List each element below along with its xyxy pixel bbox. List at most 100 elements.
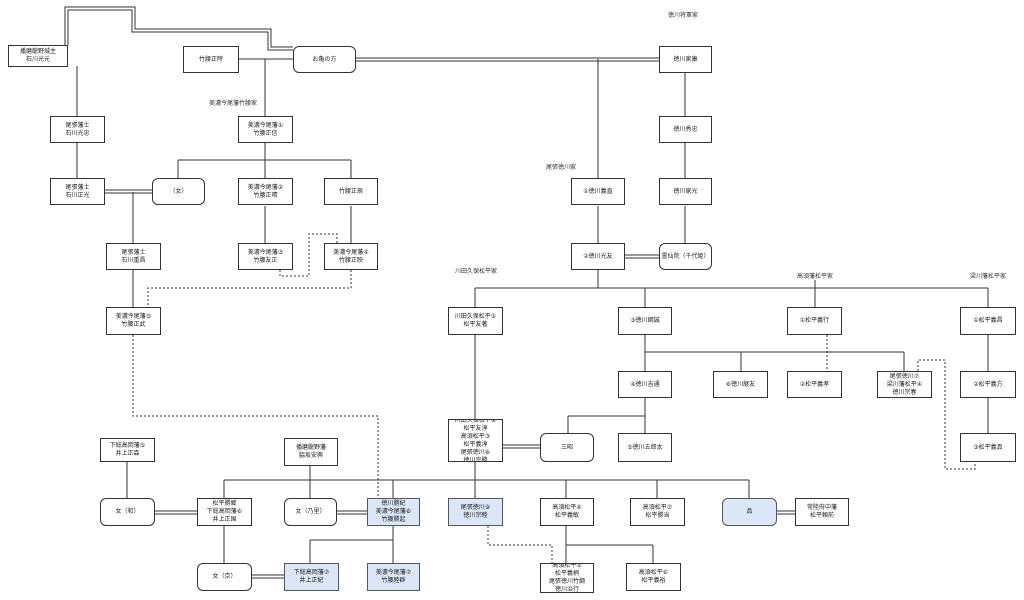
person-node-line: 脇坂安興 bbox=[298, 452, 323, 459]
person-node-line: 三昭 bbox=[560, 443, 573, 451]
person-node-n31: ⑤徳川五郎太 bbox=[618, 433, 672, 462]
person-node-n30: 三昭 bbox=[540, 433, 594, 462]
person-node-line: 美濃今尾藩② bbox=[247, 183, 284, 191]
person-node-line: 下総高岡藩⑥ bbox=[206, 508, 243, 515]
person-node-n7: 徳川秀忠 bbox=[659, 116, 712, 143]
person-node-line: お亀の方 bbox=[312, 55, 337, 63]
person-node-line: ③徳川綱誠 bbox=[630, 317, 660, 324]
person-node-n26: ②松平義孝 bbox=[787, 371, 842, 398]
person-node-line: 高須松平③ bbox=[460, 432, 491, 440]
person-node-line: 女（京） bbox=[212, 573, 237, 580]
person-node-n4: 徳川家康 bbox=[659, 46, 712, 73]
person-node-line: 竹腰正晴 bbox=[253, 191, 278, 199]
person-node-line: 竹腰正信 bbox=[253, 129, 278, 137]
person-node-line: 美濃今尾藩④ bbox=[333, 248, 369, 256]
person-node-line: 松平義裕 bbox=[641, 577, 666, 584]
person-node-line: 竹腰友正 bbox=[253, 256, 278, 264]
person-node-line: 徳川勝紀 bbox=[381, 500, 406, 507]
person-node-n21: ③徳川綱誠 bbox=[618, 307, 672, 335]
person-node-line: 徳川宗春 bbox=[892, 388, 917, 396]
person-node-n11: 竹腰正辰 bbox=[324, 178, 378, 205]
person-node-line: 高須松平⑥ bbox=[638, 569, 669, 576]
person-node-line: 井上正国 bbox=[212, 516, 237, 523]
person-node-n34: 播磨龍野藩脇坂安興 bbox=[284, 438, 338, 466]
person-node-line: 高須松平⑤ bbox=[552, 563, 582, 569]
person-node-line: 尾張徳川⑧ bbox=[460, 448, 491, 456]
person-node-line: 徳川秀忠 bbox=[673, 125, 698, 133]
person-node-line: 女（乃里） bbox=[295, 508, 326, 515]
person-node-n2: 竹腰正時 bbox=[183, 46, 239, 73]
person-node-n3: お亀の方 bbox=[293, 46, 356, 73]
person-node-line: 石川正光 bbox=[65, 191, 90, 199]
person-node-n43: 常陸府中藩松平頼前 bbox=[795, 498, 849, 526]
person-node-line: ②徳川光友 bbox=[583, 252, 613, 260]
person-node-n44: 女（京） bbox=[197, 563, 252, 591]
person-node-line: 竹腰睦群 bbox=[381, 577, 406, 584]
person-node-line: 品 bbox=[746, 508, 753, 515]
person-node-line: 松平勝当 bbox=[645, 512, 670, 519]
person-node-line: 竹腰正映 bbox=[338, 256, 363, 264]
person-node-line: 尾張徳川竹綱 bbox=[548, 578, 585, 585]
person-node-line: 尾張藩士 bbox=[65, 121, 90, 129]
person-node-line: 竹腰正辰 bbox=[338, 187, 363, 195]
person-node-n25: ⑥徳川継友 bbox=[713, 371, 768, 398]
person-node-line: 高須松平⑦ bbox=[642, 504, 673, 511]
person-node-line: 石川光忠 bbox=[65, 129, 90, 137]
person-node-n12: ①徳川義直 bbox=[571, 178, 625, 205]
person-node-n1: 播磨龍野城主石川光元 bbox=[8, 45, 68, 67]
person-node-line: 美濃今尾藩⑥ bbox=[375, 508, 412, 515]
person-node-n22: ①松平義行 bbox=[787, 307, 842, 335]
person-node-line: 徳川家康 bbox=[673, 55, 698, 63]
person-node-line: 松平友著 bbox=[463, 321, 488, 328]
person-node-line: 石川光元 bbox=[25, 56, 50, 63]
person-node-line: ②松平義方 bbox=[973, 380, 1003, 388]
person-node-line: ①徳川義直 bbox=[583, 187, 613, 195]
person-node-n5: 尾張藩士石川光忠 bbox=[50, 116, 105, 143]
person-node-line: ①松平義昌 bbox=[973, 317, 1003, 324]
person-node-line: 梁川藩松平④ bbox=[886, 380, 923, 388]
person-node-line: 竹腰勝起 bbox=[381, 516, 406, 523]
person-node-n37: 女（乃里） bbox=[284, 498, 337, 526]
person-node-line: ⑤徳川五郎太 bbox=[627, 443, 663, 451]
person-node-line: 松平義敏 bbox=[554, 512, 579, 519]
person-node-line: ⑥徳川継友 bbox=[725, 380, 756, 388]
person-node-line: 尾張徳川⑦ bbox=[889, 372, 920, 380]
person-node-n9: （女） bbox=[152, 178, 205, 205]
person-node-line: 尾張藩士 bbox=[65, 183, 90, 191]
person-node-line: 徳川治行 bbox=[554, 586, 579, 593]
person-node-n32: ③松平義真 bbox=[960, 433, 1016, 462]
person-node-line: 松平勝郷 bbox=[212, 500, 237, 507]
person-node-line: 松平義柄 bbox=[554, 570, 579, 577]
person-node-line: 美濃今尾藩⑦ bbox=[375, 569, 412, 576]
person-node-line: 松平友淳 bbox=[463, 424, 488, 432]
person-node-line: ③松平義真 bbox=[973, 443, 1003, 451]
person-node-line: 竹腰正武 bbox=[121, 321, 146, 328]
person-node-line: 霊仙院（千代姫） bbox=[661, 252, 710, 260]
person-node-line: 美濃今尾藩⑤ bbox=[115, 313, 152, 320]
person-node-line: 美濃今尾藩① bbox=[247, 121, 284, 129]
person-node-line: 徳川家光 bbox=[673, 187, 698, 195]
person-node-line: 徳川宗勝 bbox=[463, 456, 488, 462]
person-node-n8: 尾張藩士石川正光 bbox=[50, 178, 105, 205]
person-node-line: （女） bbox=[169, 187, 188, 195]
person-node-n17: ②徳川光友 bbox=[571, 243, 625, 270]
person-node-line: ②松平義孝 bbox=[799, 380, 830, 388]
person-node-line: 川田久保松平① bbox=[454, 313, 497, 320]
person-node-line: 播磨龍野藩 bbox=[295, 444, 326, 451]
